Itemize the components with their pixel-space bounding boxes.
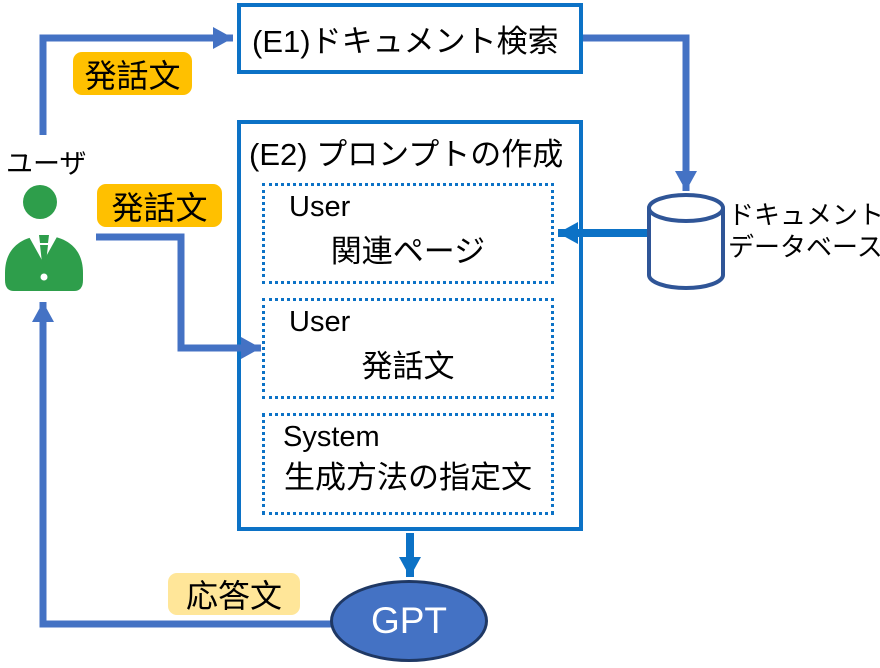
gpt-node: GPT xyxy=(330,580,488,662)
utterance-tag-top: 発話文 xyxy=(73,52,192,95)
prompt-part-role: User xyxy=(289,191,351,223)
prompt-part-role: System xyxy=(283,421,380,453)
e1-document-search-box: (E1)ドキュメント検索 xyxy=(237,3,583,74)
prompt-part-content: 生成方法の指定文 xyxy=(284,460,532,496)
prompt-part-content: 発話文 xyxy=(361,349,455,385)
prompt-part-content: 関連ページ xyxy=(330,234,486,270)
e2-box-title: (E2) プロンプトの作成 xyxy=(249,137,564,172)
prompt-part-system-instruction: System 生成方法の指定文 xyxy=(262,413,554,515)
e1-box-label: (E1)ドキュメント検索 xyxy=(252,24,559,59)
user-label: ユーザ xyxy=(6,149,87,179)
gpt-label: GPT xyxy=(370,600,448,641)
arrow-e1-to-database xyxy=(583,34,697,191)
database-label: ドキュメント データベース xyxy=(728,200,880,263)
utterance-tag-middle: 発話文 xyxy=(97,184,222,227)
prompt-part-related-pages: User 関連ページ xyxy=(262,183,554,284)
prompt-part-utterance: User 発話文 xyxy=(262,298,554,399)
user-icon xyxy=(5,185,83,291)
prompt-part-role: User xyxy=(289,306,351,338)
database-label-line2: データベース xyxy=(728,231,880,262)
database-icon xyxy=(647,193,725,290)
database-label-line1: ドキュメント xyxy=(728,200,880,230)
response-tag: 応答文 xyxy=(168,573,300,615)
